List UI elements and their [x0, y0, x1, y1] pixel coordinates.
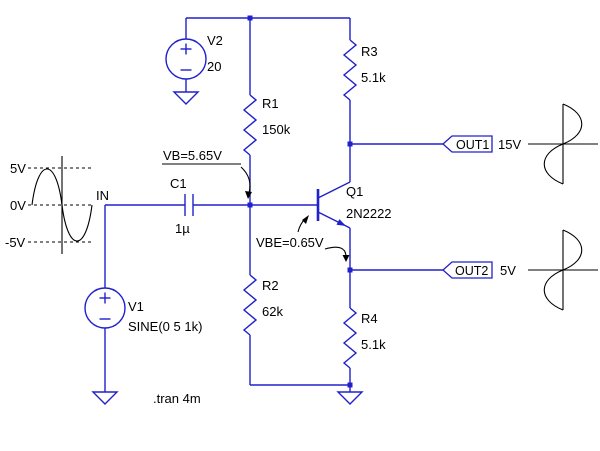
out2-waveform-icon: [528, 229, 598, 311]
voltage-source-v2[interactable]: [165, 38, 207, 80]
v1-name-label[interactable]: V1: [128, 299, 144, 314]
wires: [104, 17, 443, 392]
c1-name-label[interactable]: C1: [170, 176, 187, 191]
ground-icon-bottom[interactable]: [336, 391, 364, 405]
out2-label[interactable]: OUT2: [455, 264, 488, 278]
input-level-top: 5V: [10, 161, 26, 176]
input-sine-icon: [31, 168, 93, 242]
r3-name-label[interactable]: R3: [361, 44, 378, 59]
q1-value-label[interactable]: 2N2222: [346, 206, 392, 221]
vbe-annotation: VBE=0.65V: [256, 215, 350, 262]
ground-icon-v1[interactable]: [91, 391, 119, 405]
out1-level-label: 15V: [498, 137, 521, 152]
r2-name-label[interactable]: R2: [262, 278, 279, 293]
vb-label: VB=5.65V: [163, 148, 222, 163]
r1-value-label[interactable]: 150k: [262, 122, 291, 137]
emitter-arrow-icon: [336, 219, 346, 226]
input-waveform-annotation: 5V 0V -5V: [5, 156, 94, 254]
junction-dot-out2[interactable]: [347, 267, 353, 273]
input-level-bottom: -5V: [5, 235, 26, 250]
r1-name-label[interactable]: R1: [262, 96, 279, 111]
resistor-r2[interactable]: [242, 274, 258, 336]
ground-icon-v2[interactable]: [172, 91, 200, 105]
out1-label[interactable]: OUT1: [456, 138, 489, 152]
junctions: [247, 15, 353, 388]
r2-value-label[interactable]: 62k: [262, 304, 283, 319]
net-flag-out2[interactable]: OUT2: [442, 261, 493, 279]
junction-dot-bottom[interactable]: [347, 382, 353, 388]
junction-dot-top[interactable]: [247, 15, 253, 21]
out2-level-label: 5V: [500, 263, 516, 278]
net-flag-out1[interactable]: OUT1: [442, 135, 493, 153]
q1-name-label[interactable]: Q1: [346, 184, 363, 199]
input-level-mid: 0V: [10, 198, 26, 213]
vb-arrow-icon: [245, 191, 252, 199]
r4-name-label[interactable]: R4: [361, 311, 378, 326]
r4-value-label[interactable]: 5.1k: [361, 337, 386, 352]
resistor-r1[interactable]: [242, 94, 258, 156]
vbe-label: VBE=0.65V: [256, 235, 324, 250]
net-label-in[interactable]: IN: [96, 188, 109, 203]
voltage-source-v1[interactable]: [84, 287, 126, 329]
resistor-r4[interactable]: [342, 307, 358, 369]
spice-directive[interactable]: .tran 4m: [153, 391, 201, 406]
v1-value-label[interactable]: SINE(0 5 1k): [128, 319, 202, 334]
out1-waveform-icon: [528, 103, 598, 185]
v2-name-label[interactable]: V2: [207, 33, 223, 48]
transistor-q1[interactable]: [316, 170, 351, 240]
vb-annotation: VB=5.65V: [162, 148, 252, 199]
v2-value-label[interactable]: 20: [207, 59, 221, 74]
junction-dot-base[interactable]: [247, 202, 253, 208]
junction-dot-out1[interactable]: [347, 141, 353, 147]
capacitor-c1[interactable]: [184, 194, 194, 216]
c1-value-label[interactable]: 1µ: [175, 221, 190, 236]
out1-sine-icon: [543, 103, 583, 185]
resistor-r3[interactable]: [342, 39, 358, 101]
out2-sine-icon: [543, 229, 583, 311]
r3-value-label[interactable]: 5.1k: [361, 70, 386, 85]
vbe-arrow-up-icon: [302, 215, 309, 224]
vbe-arrow-right-icon: [342, 255, 350, 262]
